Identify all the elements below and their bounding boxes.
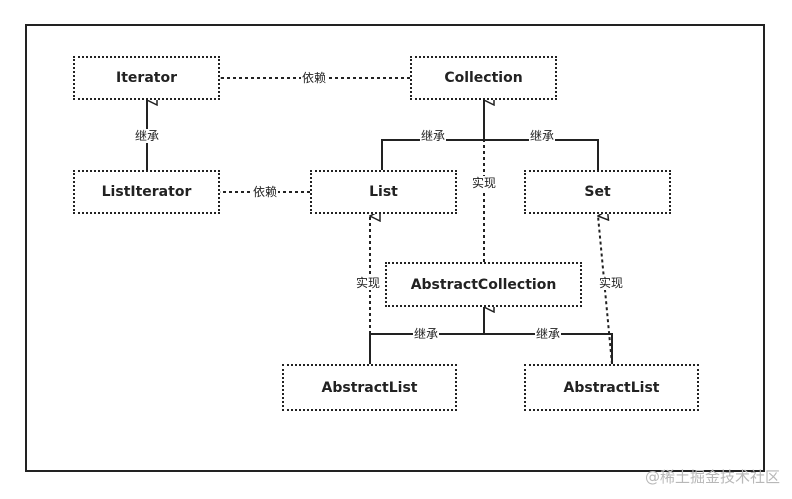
node-collection: Collection — [410, 56, 557, 100]
edge-abstractlist-set — [598, 216, 613, 365]
label-set-collection: 继承 — [528, 129, 556, 143]
label-abstractlist-list: 实现 — [354, 276, 382, 290]
node-iterator: Iterator — [73, 56, 220, 100]
label-abstractlist-set: 实现 — [597, 276, 625, 290]
node-abstractcollection: AbstractCollection — [385, 262, 582, 307]
label-right-abstractcollection: 继承 — [534, 327, 562, 341]
diagram-frame — [25, 24, 765, 472]
edge-list-set-collection — [381, 139, 599, 170]
label-list-collection: 继承 — [419, 129, 447, 143]
label-listiterator-iterator: 继承 — [133, 129, 161, 143]
node-abstractlist-left: AbstractList — [282, 364, 457, 411]
node-set: Set — [524, 170, 671, 214]
label-collection-iterator: 依赖 — [300, 71, 328, 85]
label-list-listiterator: 依赖 — [251, 185, 279, 199]
edge-abstractlists-abstractcollection — [369, 333, 613, 364]
node-list: List — [310, 170, 457, 214]
node-abstractlist-right: AbstractList — [524, 364, 699, 411]
label-abstractcollection-collection: 实现 — [470, 176, 498, 190]
watermark: @稀土掘金技术社区 — [644, 468, 780, 486]
label-left-abstractcollection: 继承 — [412, 327, 440, 341]
node-listiterator: ListIterator — [73, 170, 220, 214]
